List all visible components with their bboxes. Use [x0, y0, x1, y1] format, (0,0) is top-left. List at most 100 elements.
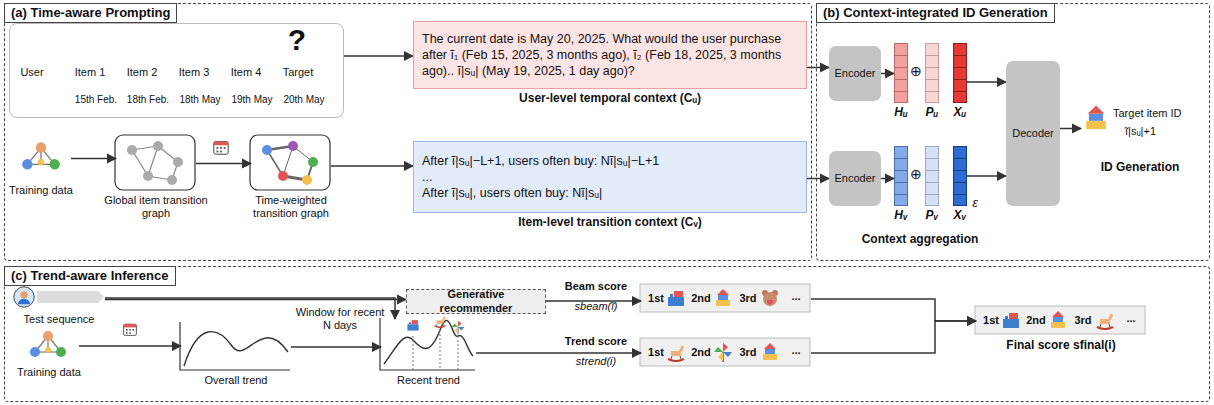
- connector-arrow: [291, 346, 381, 348]
- free-label: Window for recent N days: [292, 306, 388, 332]
- g-shape: [127, 141, 183, 185]
- ranking-box: 1st2nd3rd...Final score sfinal(i): [976, 307, 1146, 335]
- decoder-box: Decoder: [1006, 61, 1060, 206]
- node-text: 1st: [645, 292, 667, 305]
- node-text: 3rd: [1072, 314, 1094, 327]
- circle-shape: [127, 145, 137, 155]
- rect-shape: [640, 338, 810, 366]
- rect-shape: [250, 135, 330, 190]
- node-text: 20th May: [278, 94, 330, 106]
- connector-arrow: [476, 352, 641, 354]
- connector-arrow: [881, 178, 894, 180]
- circle-shape: [167, 175, 177, 185]
- prompt-box: After ĩ|sᵤ|−L+1, users often buy: Nĩ|sᵤ|…: [413, 141, 807, 213]
- node-text: Decoder: [1012, 127, 1054, 140]
- free-label: sbeam(ĩ): [556, 300, 636, 313]
- graph-box: Global item transition graph: [116, 136, 196, 191]
- node-text: Item 2: [116, 66, 168, 79]
- use-shape: [1051, 311, 1065, 328]
- text-flow: Generative recommender: [407, 290, 545, 313]
- free-label: ID Generation: [1080, 160, 1200, 174]
- node-text: 3rd: [737, 292, 759, 305]
- use-shape: [30, 331, 66, 357]
- node-text: 18th Feb.: [122, 94, 174, 106]
- data-icon: Training data: [11, 136, 71, 181]
- text-flow: Encoder: [829, 151, 881, 206]
- node-text: Hᵤ: [894, 105, 908, 119]
- node-text: ...: [785, 344, 807, 357]
- circle-shape: [288, 141, 298, 151]
- use-shape: [762, 290, 778, 306]
- node-text: 2nd: [689, 292, 713, 305]
- vector: Pᵤ: [925, 43, 939, 103]
- node-text: Xᵤ: [954, 105, 967, 119]
- node-text: Hᵥ: [894, 208, 907, 222]
- g-shape: [267, 146, 313, 180]
- circle-shape: [308, 157, 318, 167]
- use-shape: [407, 320, 418, 331]
- connector-arrow: [881, 73, 894, 75]
- path-shape: [384, 320, 473, 364]
- node-text: ...: [785, 290, 807, 303]
- g-shape: [132, 146, 178, 180]
- free-label: Context aggregation: [845, 232, 995, 246]
- node-text: Generative recommender: [410, 288, 542, 314]
- node-text: Item 4: [220, 66, 272, 79]
- graph-box: Time-weighted transition graph: [251, 136, 331, 191]
- node-text: User-level temporal context (Cᵤ): [519, 91, 701, 107]
- node-text: Training data: [9, 184, 73, 197]
- circle-shape: [143, 171, 153, 181]
- line-shape: [458, 336, 459, 370]
- node-text: Test sequence: [24, 313, 95, 326]
- path-shape: [184, 332, 288, 366]
- node-text: (b) Context-integrated ID Generation: [816, 3, 1055, 23]
- node-text: User: [10, 66, 54, 79]
- text-flow: Encoder: [829, 46, 881, 101]
- node-text: Encoder: [835, 172, 876, 185]
- use-shape: [452, 321, 465, 334]
- node-text: Encoder: [835, 67, 876, 80]
- node-text: 3rd: [737, 346, 759, 359]
- line-shape: [413, 336, 414, 370]
- node-text: Target: [272, 66, 324, 79]
- use-shape: [1086, 105, 1106, 129]
- circle-shape: [302, 175, 312, 185]
- connector-arrow: [79, 345, 181, 347]
- model-box: Generative recommender: [406, 289, 546, 314]
- node-text: 18th May: [174, 94, 226, 106]
- connector-arrow: [344, 55, 413, 57]
- use-shape: [22, 142, 60, 169]
- g-shape: [413, 330, 458, 370]
- use-shape: [714, 343, 732, 362]
- free-label: ?: [282, 22, 312, 58]
- line-shape: [440, 330, 441, 370]
- connector-arrow: [331, 165, 413, 167]
- connector-arrow: [967, 175, 1006, 177]
- connector-arrow: [807, 178, 829, 180]
- node-text: After ĩ|sᵤ|, users often buy: Nĩ|sᵤ|: [422, 185, 602, 201]
- text-flow: The current date is May 20, 2025. What w…: [414, 22, 806, 88]
- node-text: The current date is May 20, 2025. What w…: [422, 31, 798, 80]
- use-shape: [716, 289, 730, 306]
- encoder-box: Encoder: [829, 151, 881, 206]
- trend-chart: Overall trend: [181, 323, 291, 371]
- node-text: Item-level transition context (Cᵥ): [518, 215, 702, 231]
- connector-arrow: [811, 299, 976, 321]
- polygon-shape: [37, 291, 104, 303]
- node-text: 2nd: [1024, 314, 1048, 327]
- vector: Hᵥ: [894, 146, 908, 206]
- connector-arrow: [105, 299, 406, 301]
- node-text: 1st: [980, 314, 1002, 327]
- node-text: (c) Trend-aware Inference: [4, 266, 176, 286]
- node-text: Global item transition graph: [97, 194, 215, 220]
- connector-arrow: [967, 81, 1006, 83]
- rect-shape: [115, 135, 195, 190]
- node-text: Training data: [17, 366, 81, 379]
- node-text: Recent trend: [397, 374, 460, 387]
- node-text: Xᵥ: [954, 208, 967, 222]
- node-text: Overall trend: [205, 374, 268, 387]
- node-text: 19th May: [226, 94, 278, 106]
- rect-shape: [640, 284, 810, 312]
- free-label: ⊕: [907, 63, 925, 80]
